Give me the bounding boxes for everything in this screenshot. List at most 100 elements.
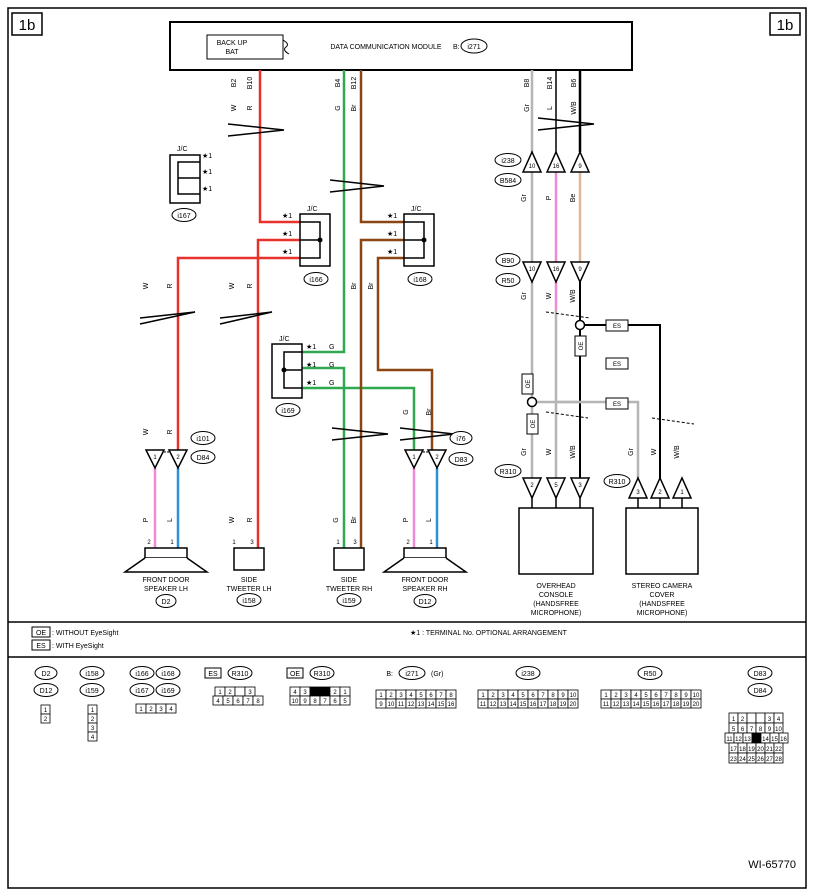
cv-d83-grid-pin: 7 xyxy=(750,727,754,733)
jc-i169-star-2: ★1 xyxy=(306,361,316,369)
cv-d84: D84 xyxy=(754,688,767,695)
cv-r310-es-grid-pin: 3 xyxy=(248,690,252,696)
cv-jc-grid-cell xyxy=(165,703,177,714)
wlabel-br-mid2: Br xyxy=(368,282,375,290)
cv-i238-grid-pin: 5 xyxy=(521,693,525,699)
cv-d83-grid-pin: 18 xyxy=(739,747,746,753)
cv-r50-grid-pin: 16 xyxy=(653,702,660,708)
pin-r310-5: 5 xyxy=(554,483,558,489)
color-l-top: L xyxy=(547,106,554,110)
badge-i76: i76 xyxy=(456,436,465,443)
cv-d12: D12 xyxy=(40,688,53,695)
cv-d83-grid-cell xyxy=(751,732,762,744)
pin-i238-10: 10 xyxy=(529,164,536,170)
jc-i169 xyxy=(271,343,303,399)
device-conn-labels: D2 i158 i159 D12 xyxy=(162,598,432,606)
device-conn-badges xyxy=(155,593,437,608)
cv-i166: i166 xyxy=(135,671,148,678)
module-title: DATA COMMUNICATION MODULE xyxy=(330,44,442,51)
cv-r310-oe-grid-cell xyxy=(309,686,321,697)
cv-d83-grid-pin: 3 xyxy=(768,717,772,723)
cv-i238-grid-pin: 9 xyxy=(561,693,565,699)
cv-r310-es-grid-pin: 4 xyxy=(216,699,220,705)
jc-i167-badge xyxy=(171,208,197,222)
dev-front-lh-2: SPEAKER LH xyxy=(144,586,188,593)
wire-red-b10 xyxy=(258,70,300,224)
sheet-id-left: 1b xyxy=(19,17,36,34)
cv-d83-grid-pin: 10 xyxy=(775,727,782,733)
cv-r310-oe-grid-pin: 9 xyxy=(303,699,307,705)
pin-b8: B8 xyxy=(524,79,531,88)
pin-b90-10: 10 xyxy=(529,267,536,273)
dev-pin-rh-2: 2 xyxy=(406,540,410,546)
jc-i166-label: J/C xyxy=(307,206,318,213)
cv-i238-grid-pin: 14 xyxy=(510,702,517,708)
sheet-id-left-box xyxy=(11,12,43,36)
cv-i238-grid-pin: 3 xyxy=(501,693,505,699)
connector-view-option-boxes xyxy=(204,667,304,679)
dev-overhead-1: OVERHEAD xyxy=(536,583,575,590)
cv-d83-grid-cell xyxy=(778,732,789,744)
cv-d83-grid-cell xyxy=(746,712,757,724)
wlabel-wb-4: W/B xyxy=(674,445,681,459)
wlabel-br-spk: Br xyxy=(426,408,433,416)
jc-i168-star-1: ★1 xyxy=(387,212,397,220)
jc-i168-label: J/C xyxy=(411,206,422,213)
dev-conn-d2: D2 xyxy=(162,599,171,606)
cv-r50-grid-pin: 10 xyxy=(693,693,700,699)
wlabel-gr-3: Gr xyxy=(521,447,528,455)
cv-r50: R50 xyxy=(644,671,657,678)
cv-i159: i159 xyxy=(85,688,98,695)
cv-i271-grid-pin: 5 xyxy=(419,693,423,699)
cv-i238-grid-pin: 8 xyxy=(551,693,555,699)
color-br-top: Br xyxy=(351,104,358,112)
pin-b4: B4 xyxy=(335,79,342,88)
jc-i167-label: J/C xyxy=(177,146,188,153)
jc-i168-star-2: ★1 xyxy=(387,230,397,238)
wlabel-w-3: W xyxy=(546,448,553,455)
wire-red-tweeter-lh xyxy=(256,238,300,548)
cv-i238: i238 xyxy=(521,671,534,678)
cv-i271-grid-cell xyxy=(445,698,457,709)
cv-d83-grid-pin: 25 xyxy=(748,757,755,763)
cv-i238-grid-pin: 15 xyxy=(520,702,527,708)
cv-i238-grid-pin: 13 xyxy=(500,702,507,708)
cv-i158-grid-pin: 3 xyxy=(91,726,95,732)
wire-green-b4 xyxy=(285,70,346,354)
cv-i238-grid-pin: 1 xyxy=(481,693,485,699)
cv-r50-grid-pin: 18 xyxy=(673,702,680,708)
legend-oe-text: : WITHOUT EyeSight xyxy=(52,630,118,637)
wlabel-br-twrh: Br xyxy=(351,516,358,524)
cv-i238-grid-pin: 7 xyxy=(541,693,545,699)
dev-pin-twlh-1: 1 xyxy=(232,540,236,546)
front-door-speaker-lh xyxy=(122,547,210,573)
cv-r310-oe-grid-pin: 7 xyxy=(323,699,327,705)
cv-i271-grid-pin: 13 xyxy=(418,702,425,708)
cv-d83-grid-pin: 15 xyxy=(771,737,778,743)
cv-i271-grid-pin: 1 xyxy=(379,693,383,699)
jc-i168-star-3: ★1 xyxy=(387,248,397,256)
pin-b14: B14 xyxy=(547,77,554,90)
color-r-top: R xyxy=(247,105,254,110)
cv-r310-es-grid-cell xyxy=(252,695,264,706)
cv-i238-grid-pin: 6 xyxy=(531,693,535,699)
break-marks xyxy=(139,117,595,441)
footer-code: WI-65770 xyxy=(748,859,796,871)
jc-i169-dot xyxy=(281,367,287,373)
dev-conn-d12: D12 xyxy=(419,599,432,606)
cv-d83-grid-pin: 13 xyxy=(744,737,751,743)
cv-i158-grid-pin: 2 xyxy=(91,717,95,723)
jc-i169-g-3: G xyxy=(329,380,334,387)
cv-i168: i168 xyxy=(161,671,174,678)
pin-i101-2: 2 xyxy=(176,455,180,461)
connector-badges xyxy=(190,153,631,488)
dev-overhead-4: MICROPHONE) xyxy=(531,610,582,617)
wlabel-w-4: W xyxy=(651,448,658,455)
cv-r310-oe-grid-pin: 4 xyxy=(293,690,297,696)
cv-r310-es-grid-cell xyxy=(234,686,246,697)
cv-r310-es-grid-pin: 7 xyxy=(246,699,250,705)
cv-r50-grid-pin: 2 xyxy=(614,693,618,699)
module-conn-prefix: B: xyxy=(453,44,460,51)
jc-i166-dot xyxy=(317,237,323,243)
dev-pin-twrh-3: 3 xyxy=(353,540,357,546)
